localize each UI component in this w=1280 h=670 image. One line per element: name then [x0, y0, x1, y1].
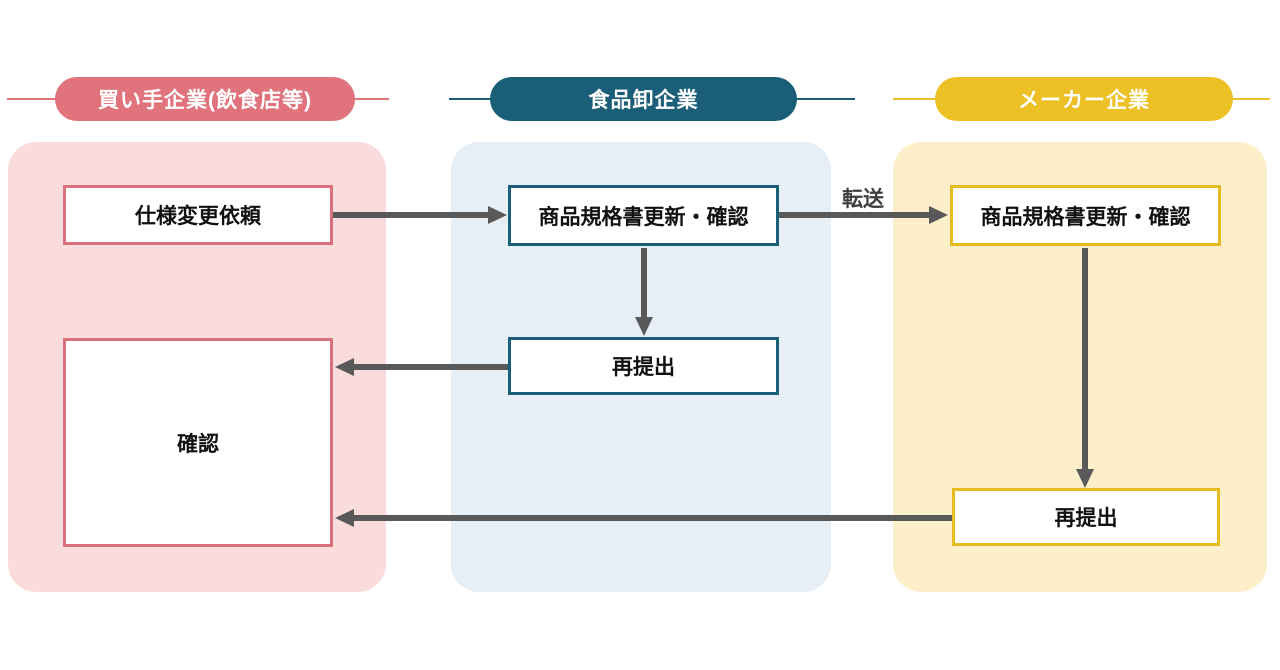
- buyer-header: 買い手企業(飲食店等): [55, 77, 355, 121]
- maker-header: メーカー企業: [935, 77, 1233, 121]
- maker-resubmit-box: 再提出: [952, 488, 1220, 546]
- maker-update-confirm-box: 商品規格書更新・確認: [950, 185, 1221, 246]
- transfer-arrow-label: 転送: [842, 188, 884, 211]
- wholesale-update-confirm-box: 商品規格書更新・確認: [508, 185, 779, 246]
- spec-change-request-box: 仕様変更依頼: [63, 185, 333, 245]
- wholesale-resubmit-box: 再提出: [508, 337, 779, 395]
- wholesale-header: 食品卸企業: [490, 77, 797, 121]
- confirm-box: 確認: [63, 338, 333, 547]
